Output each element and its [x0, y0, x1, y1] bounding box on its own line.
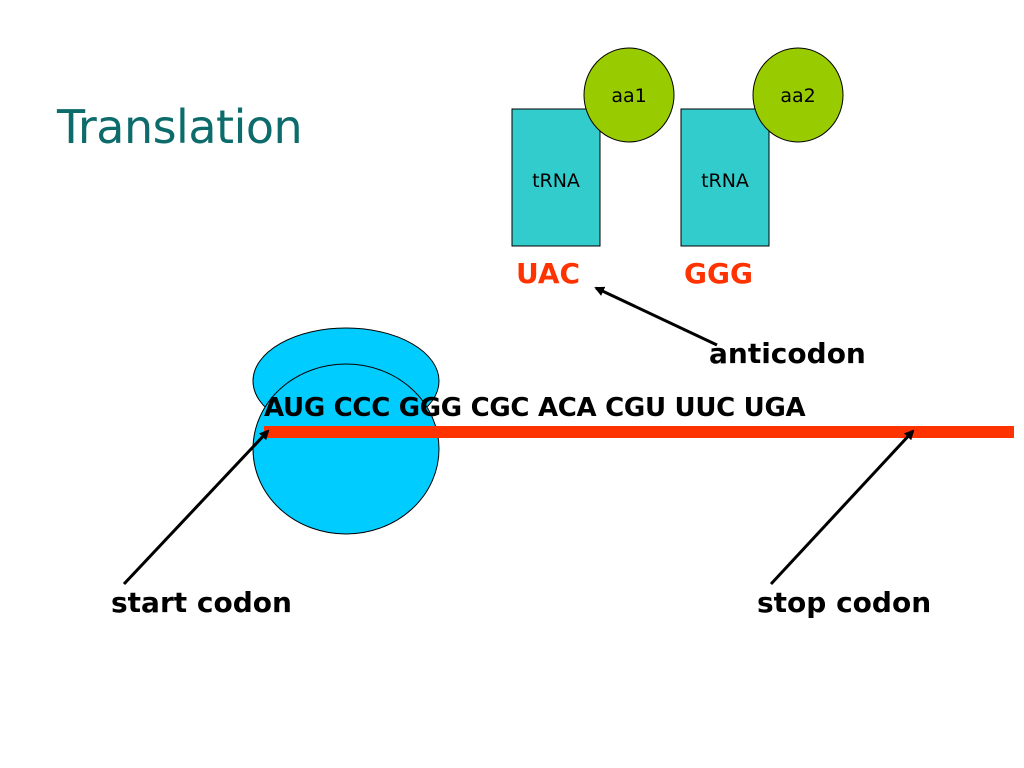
amino-acid-1 [583, 47, 675, 143]
trna-1-body [511, 108, 601, 247]
start-codon-arrow [122, 429, 270, 586]
anticodon-1-text: UAC [516, 257, 581, 290]
start-codon-label: start codon [111, 586, 292, 619]
anticodon-arrow [594, 286, 718, 347]
trna-2-label: tRNA [701, 170, 749, 192]
mrna-strand [264, 426, 1014, 438]
amino-acid-1-label: aa1 [611, 85, 646, 107]
anticodon-2-text: GGG [684, 257, 753, 290]
trna-2-body [680, 108, 770, 247]
stop-codon-label: stop codon [757, 586, 932, 619]
amino-acid-2-label: aa2 [780, 85, 815, 107]
stop-codon-arrow [769, 429, 915, 586]
trna-1-label: tRNA [532, 170, 580, 192]
ribosome-large-subunit [252, 363, 440, 535]
mrna-sequence: AUG CCC GGG CGC ACA CGU UUC UGA [264, 393, 806, 423]
anticodon-label: anticodon [709, 337, 866, 370]
slide-title: Translation [57, 100, 303, 154]
amino-acid-2 [752, 47, 844, 143]
